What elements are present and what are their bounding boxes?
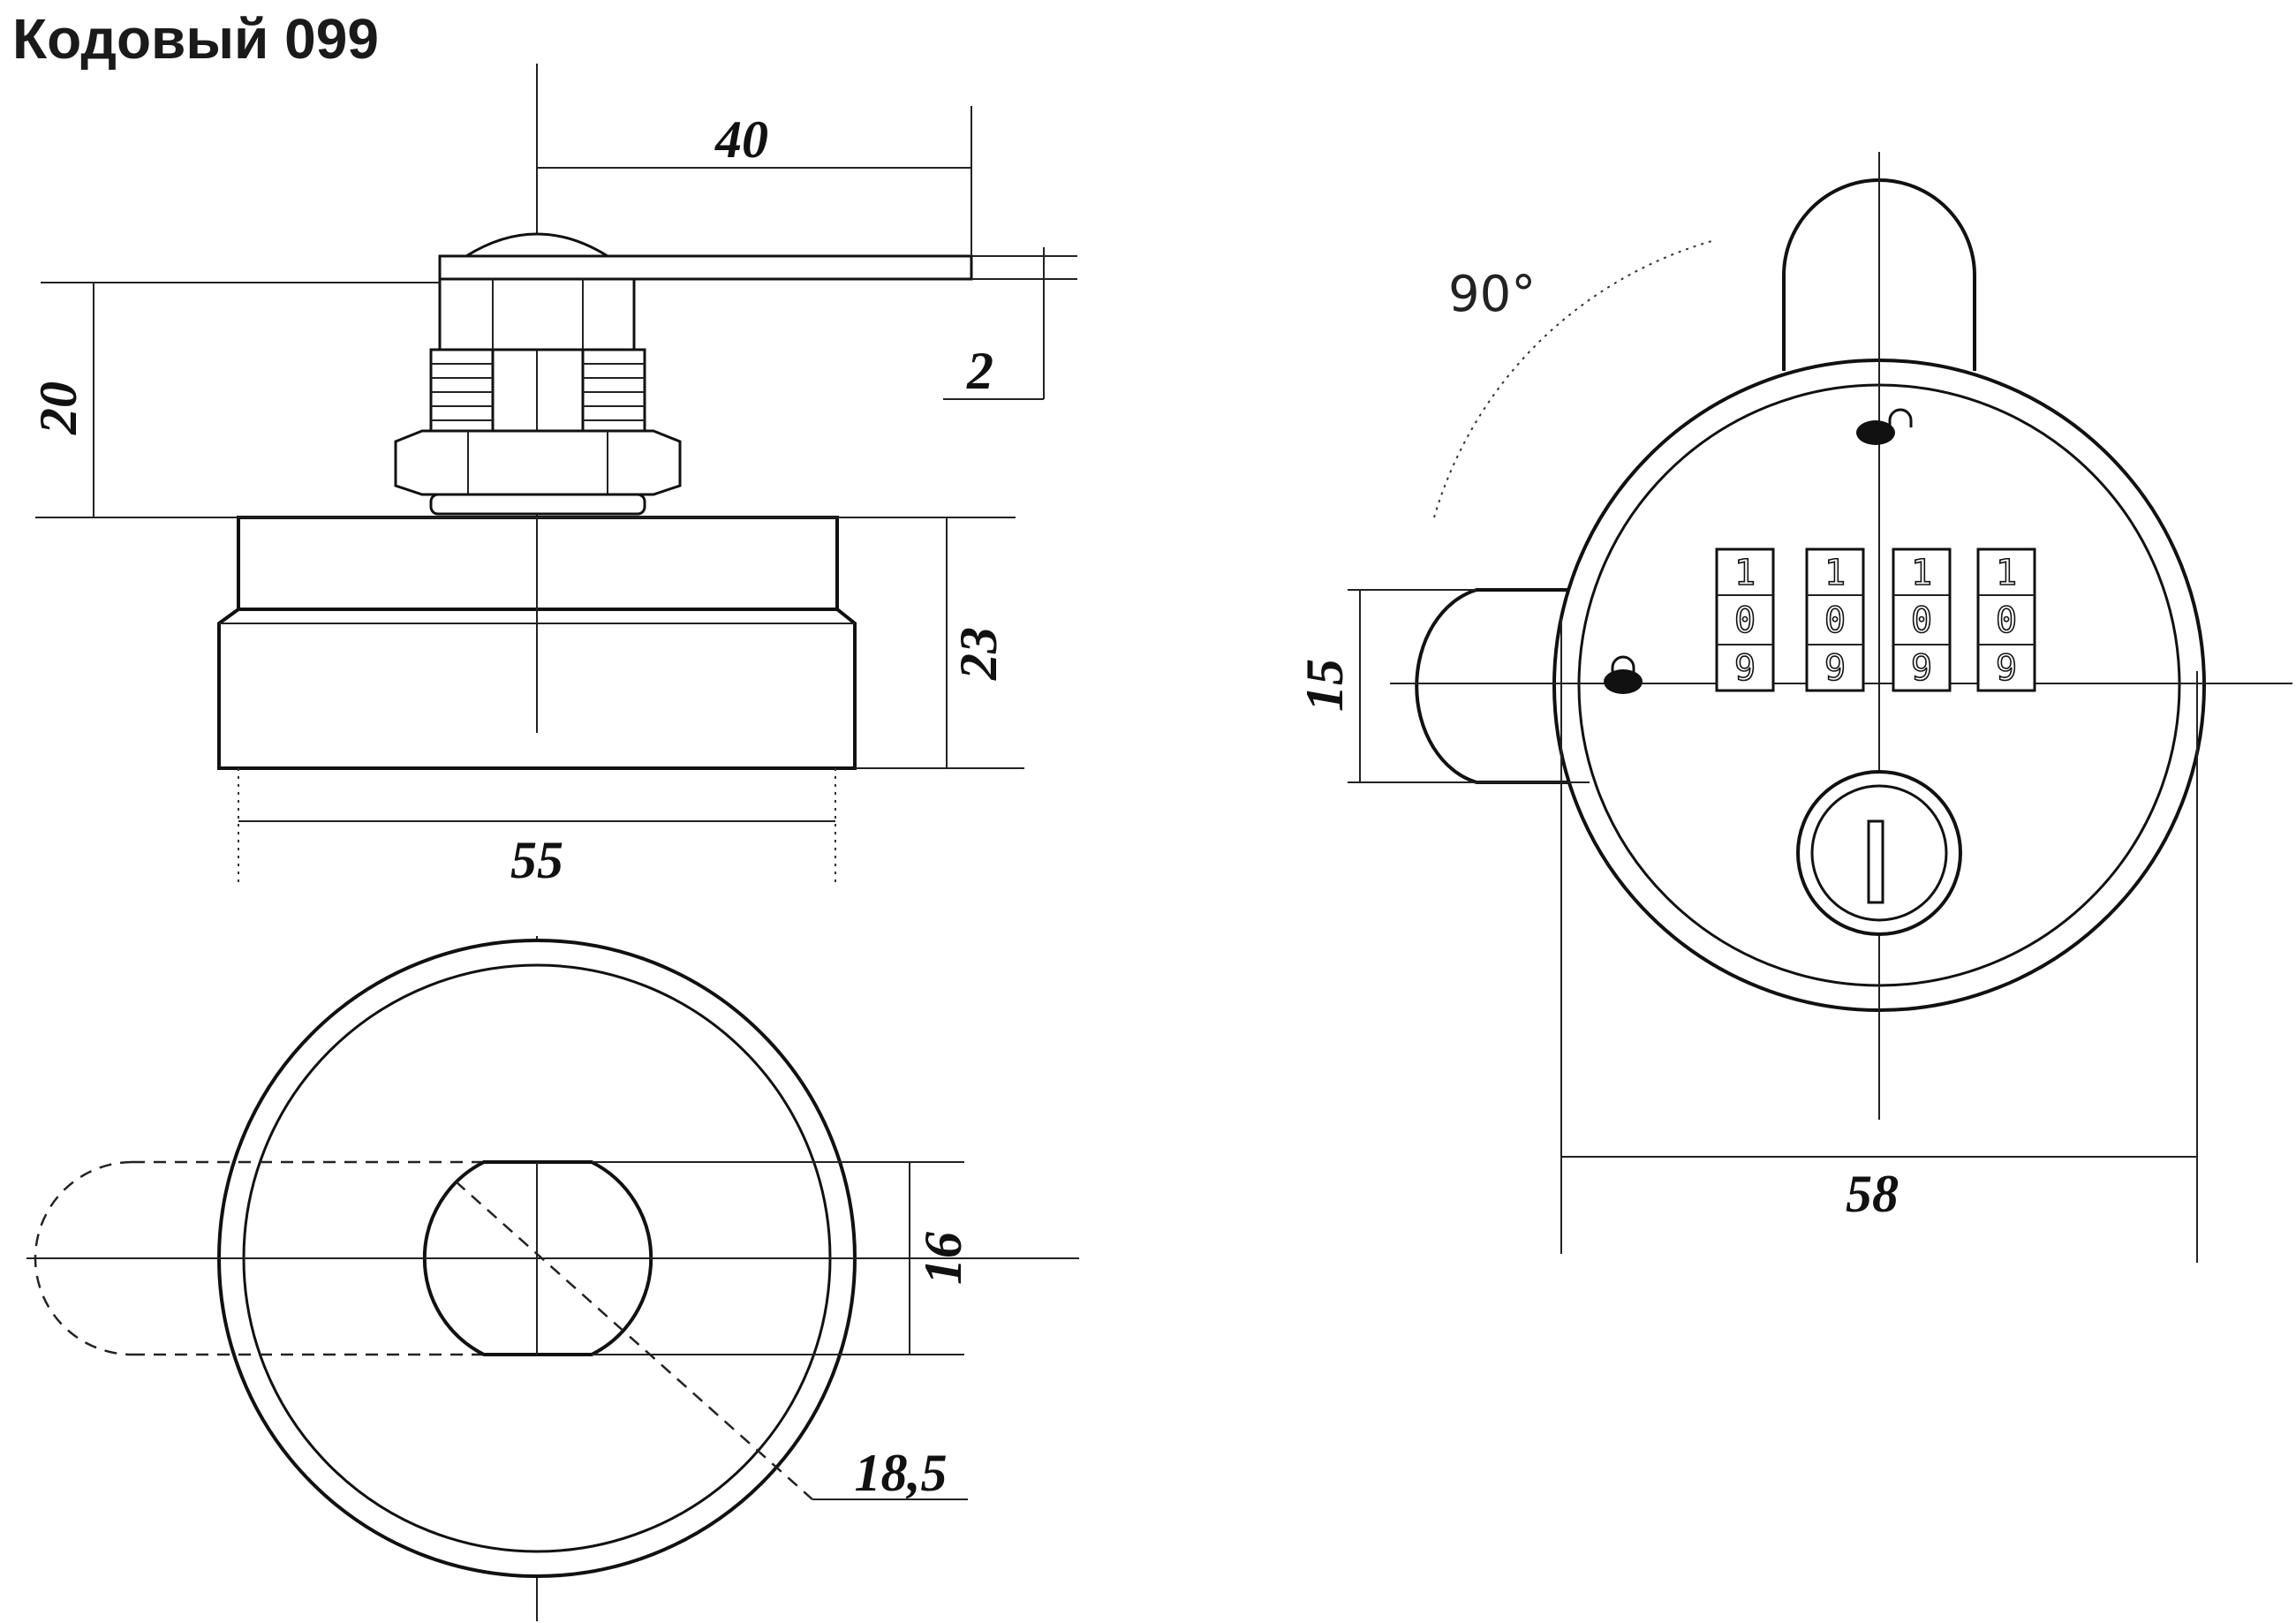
drawing-title: Кодовый 099 xyxy=(12,7,379,71)
spindle-collar xyxy=(438,277,636,351)
side-view: 40 2 20 23 55 xyxy=(29,64,1077,889)
dim-label-18-5: 18,5 xyxy=(855,1444,948,1502)
padlock-open-icon xyxy=(1856,408,1913,445)
dim-label-40: 40 xyxy=(714,110,768,169)
bolt-hidden-outline xyxy=(34,1160,484,1356)
front-view: 90° 1 0 9 xyxy=(1295,152,2292,1263)
dial-4-middle: 0 xyxy=(1996,600,2017,641)
dial-1-frame xyxy=(1715,547,1775,692)
dial-4-top: 1 xyxy=(1996,553,2017,593)
dim-label-55: 55 xyxy=(510,831,563,889)
lever-screw-head xyxy=(461,232,613,258)
rotation-angle-label: 90° xyxy=(1448,266,1536,323)
dial-3-frame xyxy=(1892,547,1952,692)
dial-3[interactable]: 1 0 9 xyxy=(1892,547,1952,692)
dial-4-bottom: 9 xyxy=(1996,648,2017,689)
dial-1-middle: 0 xyxy=(1734,600,1756,641)
dim-label-58: 58 xyxy=(1846,1165,1899,1223)
dial-1[interactable]: 1 0 9 xyxy=(1715,547,1775,692)
dial-1-top: 1 xyxy=(1734,553,1756,593)
dim-label-23: 23 xyxy=(949,627,1008,681)
padlock-closed-icon xyxy=(1604,655,1643,694)
hex-nut xyxy=(394,429,682,496)
dim-label-2: 2 xyxy=(966,342,993,400)
dial-2[interactable]: 1 0 9 xyxy=(1805,547,1865,692)
dial-1-bottom: 9 xyxy=(1734,648,1756,689)
leader-18-5 xyxy=(455,1181,813,1500)
dial-3-top: 1 xyxy=(1911,553,1932,593)
key-cylinder-icon[interactable] xyxy=(1796,770,1962,936)
thread-left xyxy=(429,348,495,433)
dial-2-middle: 0 xyxy=(1824,600,1846,641)
dial-2-bottom: 9 xyxy=(1824,648,1846,689)
top-view: 16 18,5 xyxy=(26,936,1079,1621)
dial-2-frame xyxy=(1805,547,1865,692)
dim-label-20: 20 xyxy=(29,381,87,435)
dial-2-top: 1 xyxy=(1824,553,1846,593)
dial-3-middle: 0 xyxy=(1911,600,1932,641)
dial-3-bottom: 9 xyxy=(1911,648,1932,689)
cam-horizontal xyxy=(1415,588,1590,784)
dial-4[interactable]: 1 0 9 xyxy=(1976,547,2036,692)
thread-right xyxy=(581,348,646,433)
lever-bar xyxy=(438,254,973,281)
dim-label-16: 16 xyxy=(914,1232,972,1285)
dim-label-15: 15 xyxy=(1295,659,1354,712)
washer xyxy=(429,493,646,516)
dial-4-frame xyxy=(1976,547,2036,692)
